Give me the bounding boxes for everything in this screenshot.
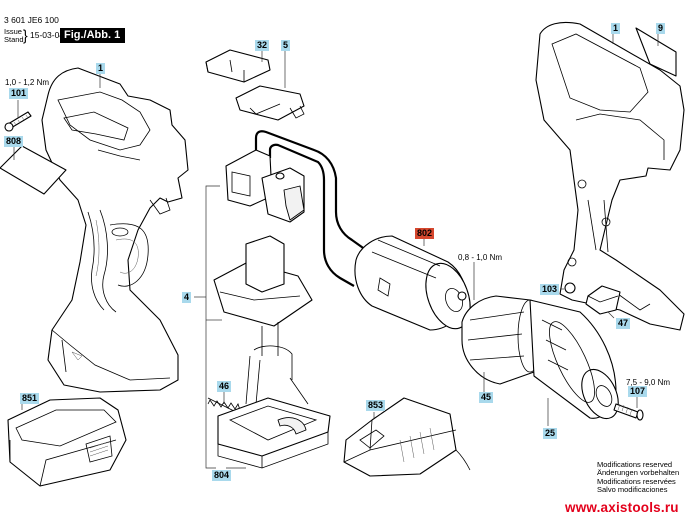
torque-802: 0,8 - 1,0 Nm <box>458 253 503 262</box>
issue-label: Issue Stand <box>4 28 24 44</box>
chuck-25 <box>529 299 619 420</box>
figure-label: Fig./Abb. 1 <box>60 28 126 43</box>
callout-851[interactable]: 851 <box>20 393 40 404</box>
nut-103 <box>564 282 576 294</box>
note-es: Salvo modificaciones <box>597 485 668 495</box>
battery-851 <box>7 397 127 487</box>
screw-107 <box>613 403 644 421</box>
callout-46[interactable]: 46 <box>217 381 232 392</box>
callout-4[interactable]: 4 <box>182 292 192 303</box>
switch-slide-5 <box>235 85 305 121</box>
callout-1-left[interactable]: 1 <box>96 63 106 74</box>
callout-107[interactable]: 107 <box>628 386 648 397</box>
note-de: Änderungen vorbehalten <box>597 468 680 478</box>
issue-label-de: Stand <box>4 35 24 44</box>
callout-45[interactable]: 45 <box>479 392 494 403</box>
part-code: 3 601 JE6 100 <box>4 15 59 25</box>
note-fr: Modifications reservées <box>597 476 676 486</box>
callout-802[interactable]: 802 <box>415 228 435 239</box>
callout-1-right[interactable]: 1 <box>611 23 621 34</box>
switch-assembly <box>225 130 367 287</box>
torque-107: 7,5 - 9,0 Nm <box>626 378 671 387</box>
brace-icon: } <box>23 26 28 44</box>
callout-808[interactable]: 808 <box>4 136 24 147</box>
callout-5[interactable]: 5 <box>281 40 291 51</box>
motor-802 <box>354 235 471 331</box>
note-en: Modifications reserved <box>597 460 673 469</box>
slider-32 <box>205 49 271 83</box>
cap-47 <box>585 285 621 315</box>
label-9 <box>635 27 677 77</box>
callout-9[interactable]: 9 <box>656 23 666 34</box>
housing-right <box>535 21 685 331</box>
charger-853 <box>343 397 471 477</box>
issue-label-en: Issue <box>4 27 22 36</box>
callout-804[interactable]: 804 <box>212 470 232 481</box>
label-808 <box>0 145 67 195</box>
modification-notes: Modifications reserved Änderungen vorbeh… <box>597 460 680 495</box>
torque-101: 1,0 - 1,2 Nm <box>5 78 50 87</box>
callout-103[interactable]: 103 <box>540 284 560 295</box>
battery-contact-804 <box>217 397 331 469</box>
issue-date: 15-03-04 <box>30 30 65 40</box>
callout-32[interactable]: 32 <box>255 40 270 51</box>
callout-47[interactable]: 47 <box>616 318 631 329</box>
housing-left <box>41 67 189 393</box>
callout-853[interactable]: 853 <box>366 400 386 411</box>
website-link[interactable]: www.axistools.ru <box>565 500 679 515</box>
electronics-holder <box>213 235 313 405</box>
callout-25[interactable]: 25 <box>543 428 558 439</box>
callout-101[interactable]: 101 <box>9 88 29 99</box>
screw-101 <box>4 111 32 132</box>
leader-lines <box>13 34 659 469</box>
